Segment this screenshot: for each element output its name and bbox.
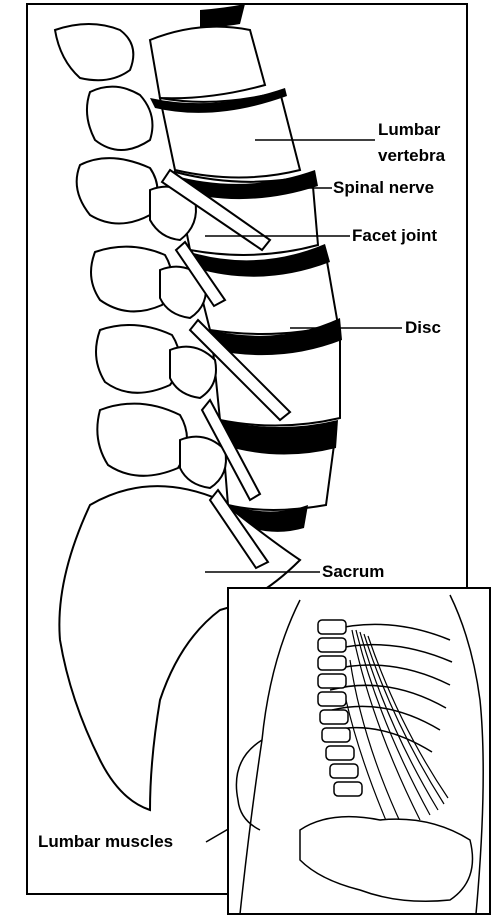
lumbar-vertebra-label-line2: vertebra [378, 146, 445, 166]
inset-illustration [228, 588, 490, 914]
lumbar-muscles-label: Lumbar muscles [38, 832, 173, 852]
sacrum-label: Sacrum [322, 562, 384, 582]
facet-joint-label: Facet joint [352, 226, 437, 246]
disc-label: Disc [405, 318, 441, 338]
lumbar-vertebra-label-line1: Lumbar [378, 120, 440, 140]
spinal-nerve-label: Spinal nerve [333, 178, 434, 198]
